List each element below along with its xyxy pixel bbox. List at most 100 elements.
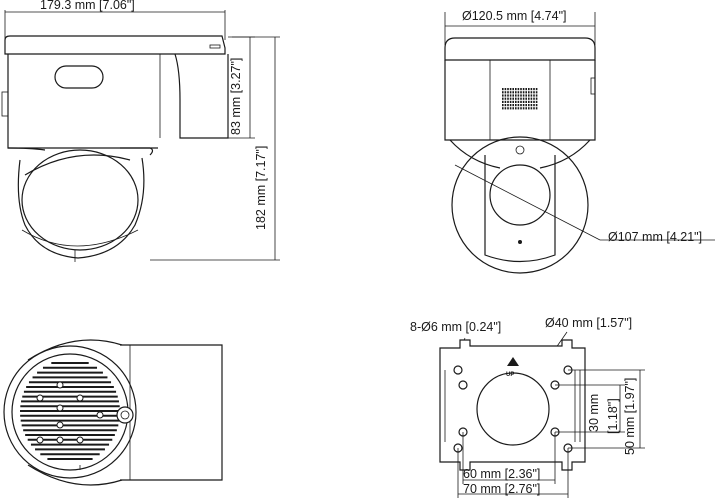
grille-dot <box>504 104 507 107</box>
grille-dot <box>528 91 530 94</box>
grille-dot <box>502 100 504 103</box>
grille-dot <box>533 88 535 91</box>
grille-dot <box>517 88 520 91</box>
grille-dot <box>525 88 527 91</box>
grille-dot <box>515 88 517 91</box>
dome-diameter-dimension: Ø107 mm [4.21"] <box>608 230 702 244</box>
grille-dot <box>507 107 509 110</box>
grille-dot <box>528 97 530 100</box>
grille-dot <box>520 104 522 107</box>
grille-dot <box>515 100 517 103</box>
vent-slots <box>20 362 120 460</box>
grille-dot <box>512 91 514 94</box>
vent-marker <box>96 411 104 419</box>
vent-marker <box>76 436 84 444</box>
bottom-view <box>3 339 223 486</box>
speaker-grille <box>502 88 538 110</box>
grille-dot <box>504 91 507 94</box>
grille-dot <box>504 107 507 110</box>
grille-dot <box>512 97 514 100</box>
grille-dot <box>520 100 522 103</box>
bracket-60-dimension: 60 mm [2.36"] <box>463 467 540 481</box>
grille-dot <box>507 91 509 94</box>
grille-dot <box>517 107 520 110</box>
grille-dot <box>512 88 514 91</box>
grille-dot <box>502 104 504 107</box>
vent-marker <box>76 394 84 402</box>
grille-dot <box>502 91 504 94</box>
grille-dot <box>528 88 530 91</box>
grille-dot <box>535 97 538 100</box>
grille-dot <box>525 104 527 107</box>
grille-dot <box>509 104 512 107</box>
bracket-30-dimension: 30 mm <box>587 394 601 432</box>
up-label: UP <box>506 372 514 378</box>
grille-dot <box>509 91 512 94</box>
vent-marker <box>36 436 44 444</box>
grille-dot <box>507 104 509 107</box>
grille-dot <box>512 104 514 107</box>
grille-dot <box>522 97 525 100</box>
grille-dot <box>522 91 525 94</box>
grille-dot <box>520 97 522 100</box>
grille-dot <box>517 100 520 103</box>
grille-dot <box>530 97 533 100</box>
grille-dot <box>520 91 522 94</box>
bracket-30-inch-dimension: [1.18"] <box>606 398 620 434</box>
grille-dot <box>530 91 533 94</box>
grille-dot <box>515 97 517 100</box>
grille-dot <box>502 97 504 100</box>
body-height-dimension: 83 mm [3.27"] <box>229 58 243 135</box>
grille-dot <box>528 104 530 107</box>
grille-dot <box>512 94 514 97</box>
mounting-bracket: 8-Ø6 mm [0.24"] Ø40 mm [1.57"] UP <box>410 316 645 498</box>
grille-dot <box>535 104 538 107</box>
grille-dot <box>512 100 514 103</box>
grille-dot <box>533 104 535 107</box>
grille-dot <box>530 100 533 103</box>
side-view: 179.3 mm [7.06"] 83 mm [3.27"] 182 mm [7… <box>1 0 280 262</box>
grille-dot <box>502 94 504 97</box>
grille-dot <box>520 107 522 110</box>
grille-dot <box>522 104 525 107</box>
grille-dot <box>520 88 522 91</box>
vent-marker <box>56 404 64 412</box>
grille-dot <box>535 100 538 103</box>
width-dimension: 179.3 mm [7.06"] <box>40 0 135 12</box>
grille-dot <box>502 88 504 91</box>
grille-dot <box>533 107 535 110</box>
grille-dot <box>504 100 507 103</box>
bracket-70-dimension: 70 mm [2.76"] <box>463 482 540 496</box>
grille-dot <box>504 97 507 100</box>
grille-dot <box>525 107 527 110</box>
grille-dot <box>520 94 522 97</box>
grille-dot <box>522 100 525 103</box>
grille-dot <box>507 88 509 91</box>
grille-dot <box>502 107 504 110</box>
grille-dot <box>530 88 533 91</box>
grille-dot <box>515 91 517 94</box>
grille-dot <box>504 94 507 97</box>
grille-dot <box>525 100 527 103</box>
front-view: Ø120.5 mm [4.74"] Ø107 mm [4.21"] <box>444 9 715 274</box>
vent-marker <box>56 436 64 444</box>
hole-spec-label: 8-Ø6 mm [0.24"] <box>410 320 501 334</box>
grille-dot <box>507 94 509 97</box>
grille-dot <box>509 107 512 110</box>
grille-dot <box>507 100 509 103</box>
grille-dot <box>530 104 533 107</box>
grille-dot <box>528 107 530 110</box>
grille-dot <box>512 107 514 110</box>
grille-dot <box>535 107 538 110</box>
vent-marker <box>36 394 44 402</box>
grille-dot <box>533 91 535 94</box>
grille-dot <box>515 107 517 110</box>
grille-dot <box>525 94 527 97</box>
grille-dot <box>522 94 525 97</box>
grille-dot <box>515 94 517 97</box>
grille-dot <box>509 97 512 100</box>
grille-dot <box>509 100 512 103</box>
grille-dot <box>530 107 533 110</box>
top-diameter-dimension: Ø120.5 mm [4.74"] <box>462 9 567 23</box>
